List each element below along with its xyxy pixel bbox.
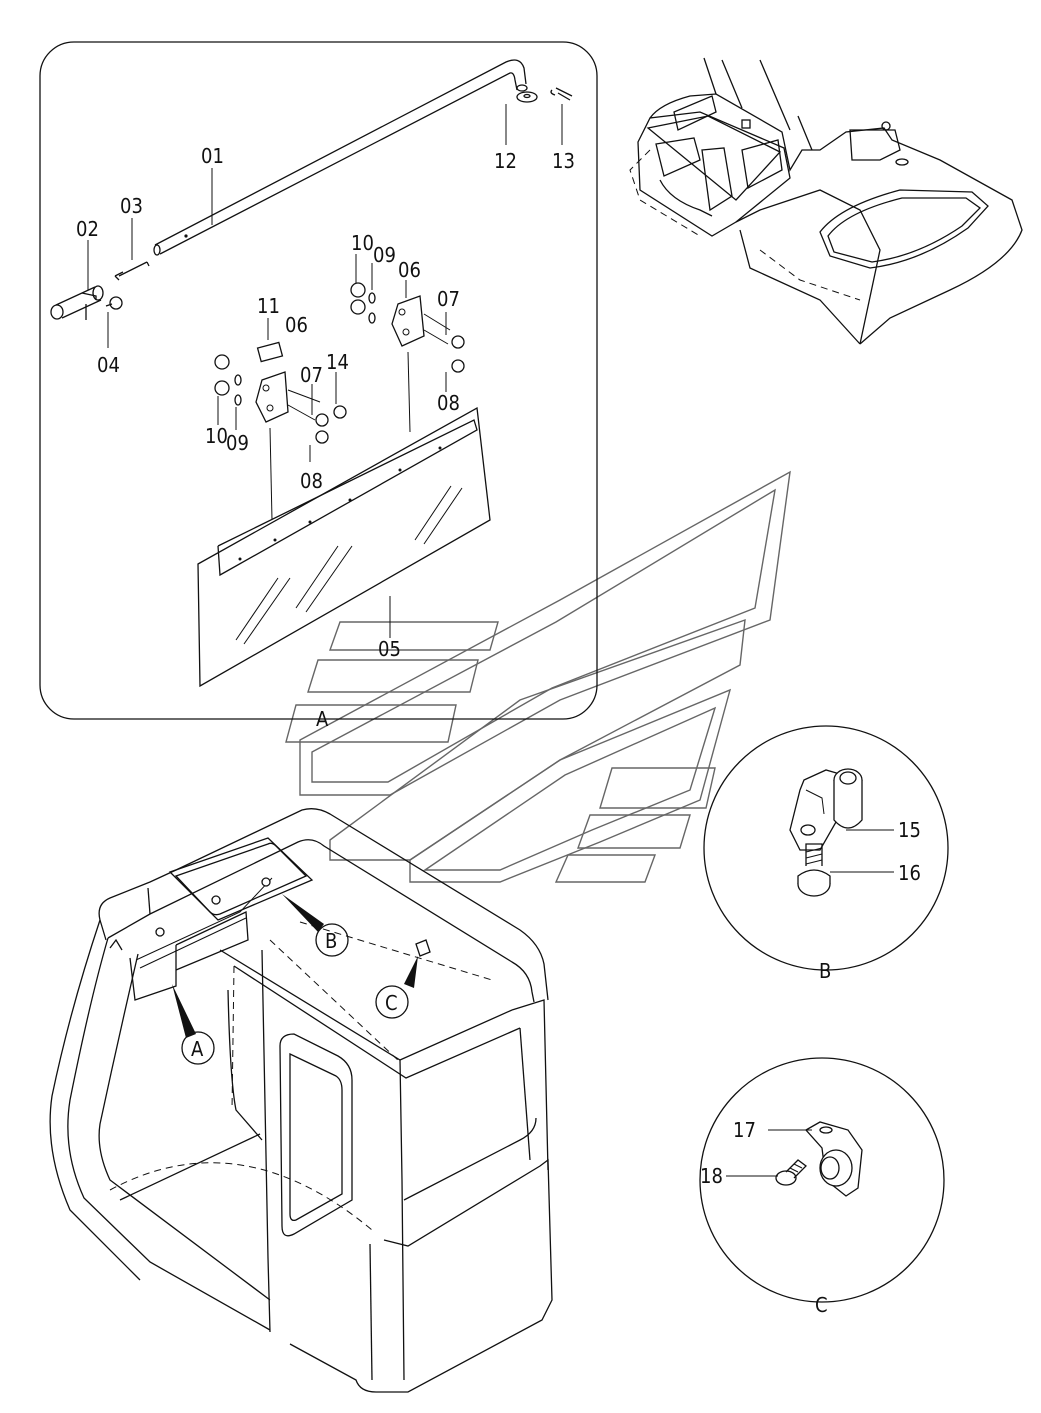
label-12: 12 — [494, 149, 517, 173]
detail-b-circle — [703, 725, 949, 971]
label-16: 16 — [898, 861, 921, 885]
label-17: 17 — [733, 1118, 756, 1142]
label-08-right: 08 — [437, 391, 460, 415]
callout-b: B — [325, 929, 337, 953]
callout-a: A — [191, 1037, 204, 1061]
label-10-bottom: 10 — [205, 424, 228, 448]
cab-drawing: A B C — [49, 808, 553, 1393]
detail-a-caption: A — [316, 707, 329, 731]
screw-part — [775, 1159, 807, 1186]
label-15: 15 — [898, 818, 921, 842]
bracket-part — [789, 768, 863, 851]
label-09-top: 09 — [373, 243, 396, 267]
hinge-assembly-left — [214, 341, 347, 521]
machine-overview — [629, 57, 1023, 345]
washer-part — [516, 91, 538, 103]
label-14: 14 — [326, 350, 349, 374]
split-pin-part — [550, 87, 573, 101]
handle-part — [50, 285, 104, 320]
label-07-right: 07 — [437, 287, 460, 311]
label-04: 04 — [97, 353, 120, 377]
label-06-right: 06 — [398, 258, 421, 282]
spring-part — [114, 261, 150, 281]
label-10-top: 10 — [351, 231, 374, 255]
label-09-bottom: 09 — [226, 431, 249, 455]
watermark-logo — [285, 470, 791, 883]
detail-b-view: B 15 16 — [703, 725, 949, 983]
callout-c: C — [385, 991, 398, 1015]
detail-b-caption: B — [819, 959, 831, 983]
label-05: 05 — [378, 637, 401, 661]
label-01: 01 — [201, 144, 224, 168]
label-18: 18 — [700, 1164, 723, 1188]
label-11: 11 — [257, 294, 280, 318]
detail-c-view: C 17 18 — [699, 1057, 945, 1317]
label-03: 03 — [120, 194, 143, 218]
bracket-part-c — [804, 1121, 863, 1197]
bolt-part — [797, 843, 831, 897]
detail-a-view: A — [39, 41, 598, 731]
detail-c-caption: C — [815, 1293, 828, 1317]
label-06-left: 06 — [285, 313, 308, 337]
detail-c-circle — [699, 1057, 945, 1303]
detail-a-frame — [39, 41, 598, 720]
hinge-assembly-right — [350, 282, 465, 433]
leader-lines-a — [87, 104, 563, 638]
glass-panel-part — [197, 406, 491, 688]
rod-part — [153, 59, 528, 256]
label-13: 13 — [552, 149, 575, 173]
label-07-left: 07 — [300, 363, 323, 387]
label-02: 02 — [76, 217, 99, 241]
pin-part — [105, 296, 123, 310]
label-08-left: 08 — [300, 469, 323, 493]
